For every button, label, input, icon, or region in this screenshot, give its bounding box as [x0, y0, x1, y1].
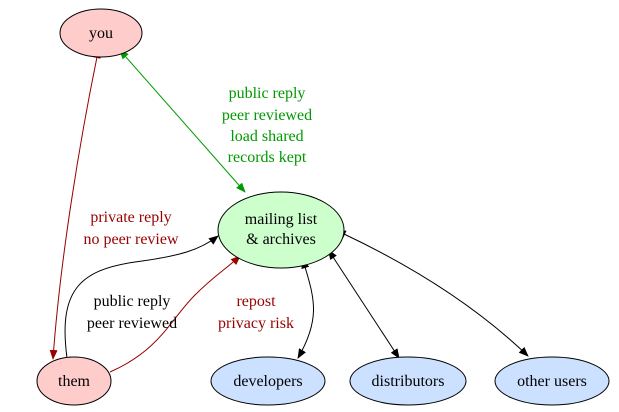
node-mailing-list: mailing list & archives: [217, 191, 345, 269]
label-line: no peer review: [83, 231, 179, 248]
label-line: records kept: [228, 149, 307, 166]
edge-them-mailing-list-public: [62, 235, 219, 367]
label-line: peer reviewed: [87, 315, 177, 332]
label-line: privacy risk: [218, 315, 294, 332]
label-you-mailing-list: public reply peer reviewed load shared r…: [222, 85, 312, 166]
node-you: you: [59, 8, 143, 58]
label-line: private reply: [90, 209, 171, 226]
label-line: public reply: [229, 85, 306, 102]
edge-mailing-list-distributors: [328, 249, 400, 359]
label-them-mailing-list-public: public reply peer reviewed: [87, 293, 177, 332]
edge-you-them: [49, 48, 101, 360]
edge-mailing-list-other-users: [335, 230, 529, 357]
node-developers: developers: [210, 356, 326, 406]
label-them-mailing-list-repost: repost privacy risk: [218, 293, 294, 332]
node-mailing-list-label-1: mailing list: [245, 211, 318, 228]
node-distributors: distributors: [349, 356, 467, 406]
label-line: load shared: [230, 128, 303, 145]
edge-them-mailing-list-repost: [109, 255, 241, 373]
node-other-users: other users: [494, 356, 610, 406]
label-line: peer reviewed: [222, 107, 312, 124]
label-line: repost: [236, 293, 276, 310]
node-you-label: you: [89, 25, 113, 42]
label-line: public reply: [94, 293, 171, 310]
node-distributors-label: distributors: [372, 373, 445, 390]
node-them: them: [36, 356, 112, 406]
edge-mailing-list-developers: [297, 258, 314, 359]
node-developers-label: developers: [233, 373, 302, 390]
node-mailing-list-label-2: & archives: [246, 231, 316, 248]
edge-you-mailing-list: [119, 49, 246, 193]
label-you-them: private reply no peer review: [83, 209, 179, 248]
node-other-users-label: other users: [517, 373, 587, 390]
node-them-label: them: [58, 373, 91, 390]
